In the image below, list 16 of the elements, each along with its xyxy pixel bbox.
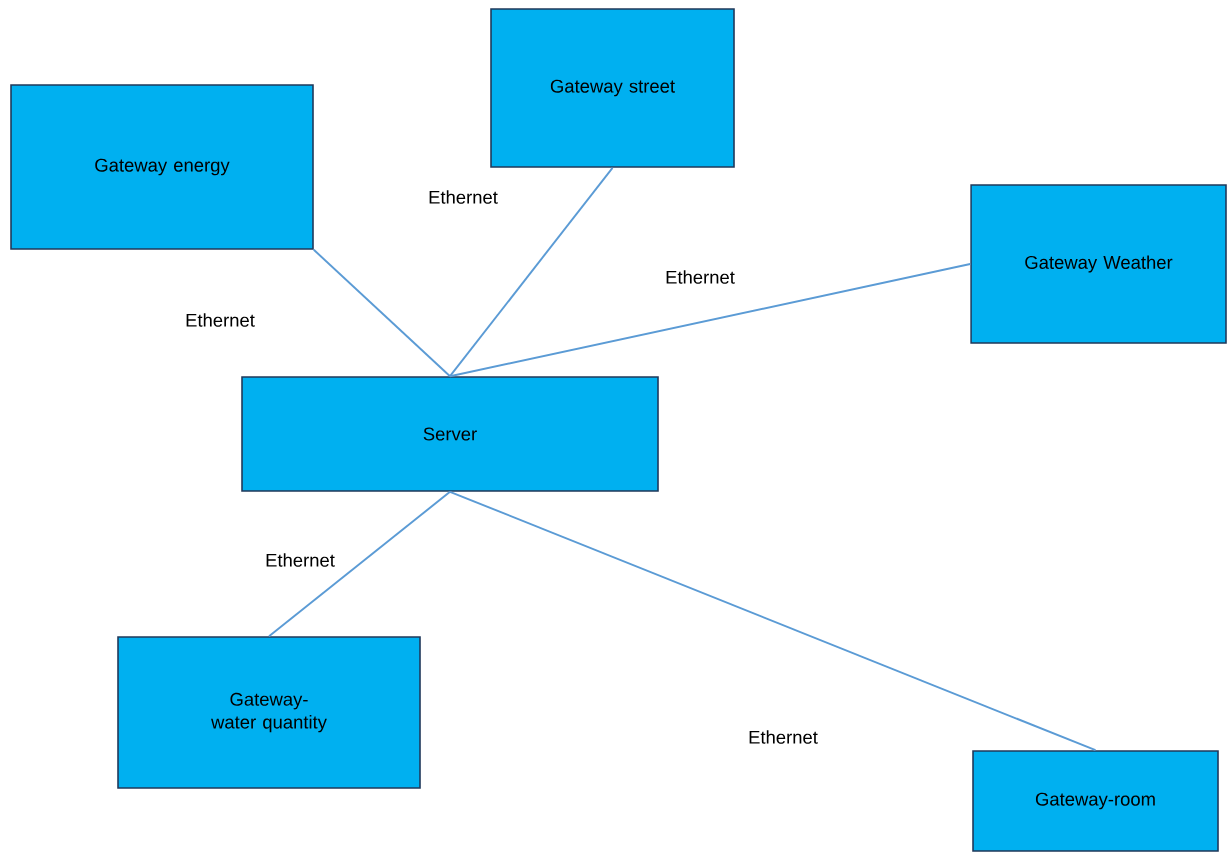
edge-label: Ethernet [426,188,500,206]
gateway-box: Server [241,376,659,492]
edge-label: Ethernet [746,728,820,746]
connector-line [268,490,451,638]
gateway-box: Gateway-room [972,750,1219,852]
gateway-box: Gateway Weather [970,184,1227,344]
edge-label: Ethernet [263,551,337,569]
gateway-box: Gateway-water quantity [117,636,421,789]
connector-line [312,248,451,378]
edge-label: Ethernet [663,268,737,286]
gateway-box: Gateway energy [10,84,314,250]
connector-line [449,263,972,378]
connector-line [449,166,614,378]
edge-label: Ethernet [183,311,257,329]
connector-line [449,490,1097,752]
gateway-box: Gateway street [490,8,735,168]
